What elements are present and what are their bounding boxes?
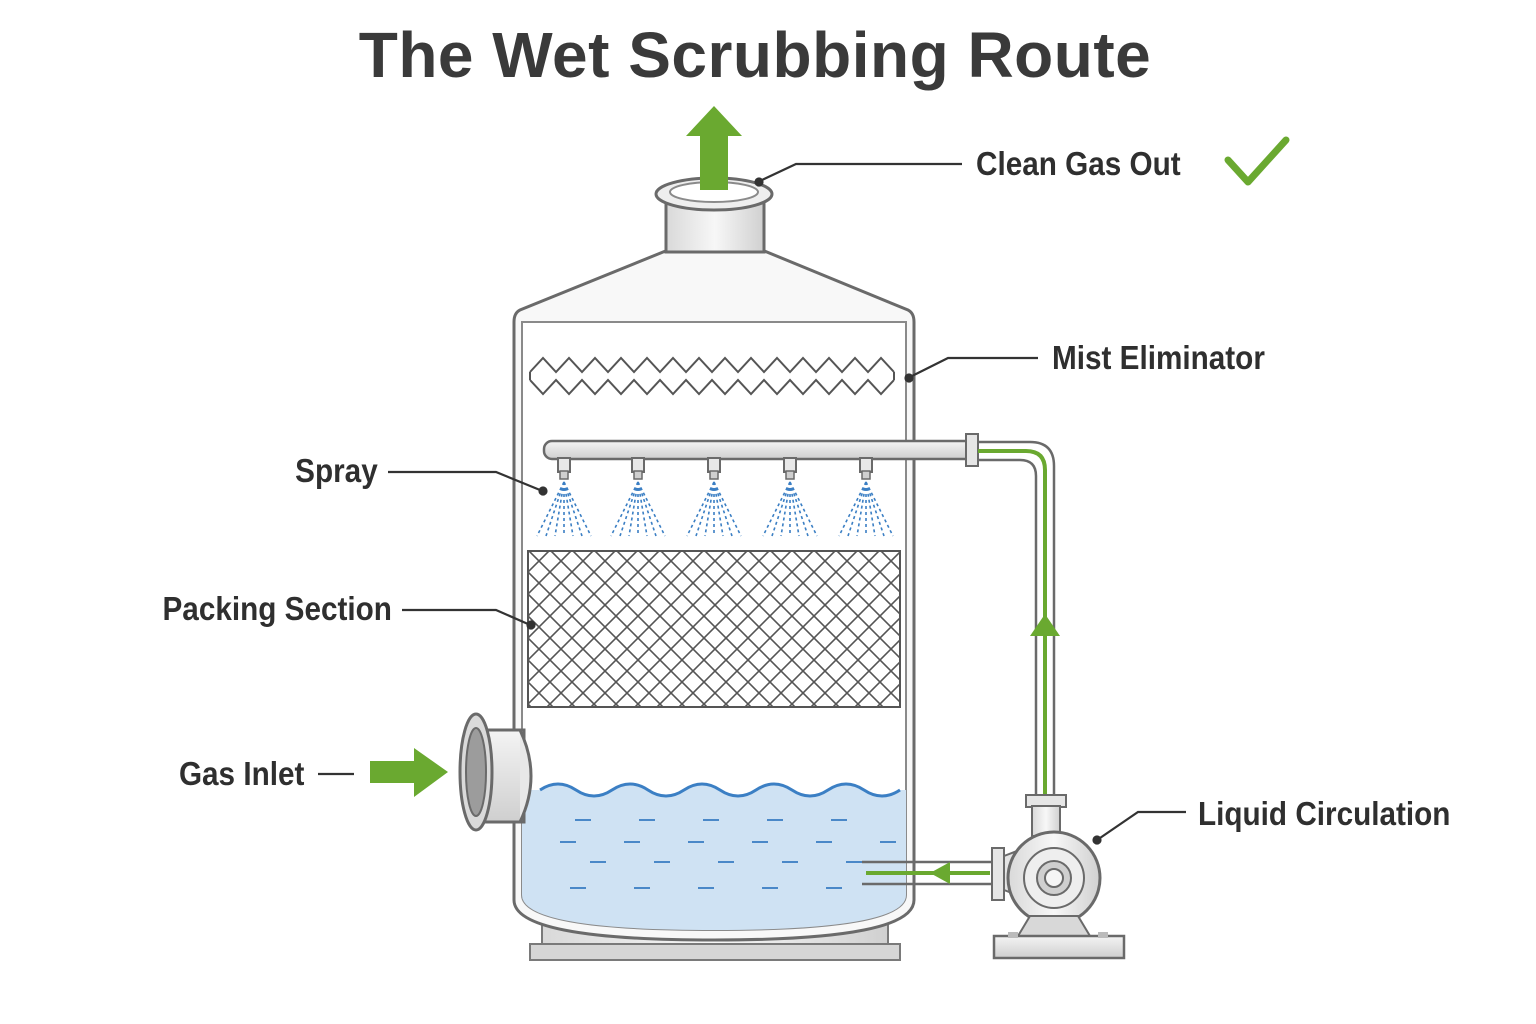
spray-nozzle	[762, 457, 818, 537]
packing-section	[527, 550, 901, 708]
up-arrow-icon	[686, 106, 742, 190]
right-arrow-icon	[370, 748, 448, 797]
spray-nozzle	[838, 457, 894, 537]
spray-header-pipe	[542, 433, 1056, 800]
mist-eliminator	[529, 356, 895, 396]
label-gas-inlet: Gas Inlet	[178, 755, 304, 792]
return-pipe	[862, 847, 1005, 901]
spray-nozzle	[686, 457, 742, 537]
spray-nozzle	[610, 457, 666, 537]
spray-nozzles	[536, 457, 894, 537]
page-title: The Wet Scrubbing Route	[358, 19, 1152, 91]
liquid-sump	[522, 782, 906, 930]
gas-outlet-nozzle	[654, 176, 774, 254]
flow-arrow-icon	[1030, 614, 1060, 636]
check-icon	[1224, 136, 1290, 186]
spray-nozzle	[536, 457, 592, 537]
label-packing-section: Packing Section	[162, 590, 392, 627]
label-liquid-circulation: Liquid Circulation	[1198, 795, 1451, 832]
label-mist-eliminator: Mist Eliminator	[1052, 339, 1265, 376]
pump-icon	[992, 794, 1126, 960]
leader-lines	[318, 162, 1186, 845]
label-clean-gas-out: Clean Gas Out	[976, 145, 1181, 182]
label-spray: Spray	[295, 452, 378, 489]
flow-arrow-icon	[930, 862, 950, 884]
gas-inlet-nozzle	[458, 712, 533, 832]
